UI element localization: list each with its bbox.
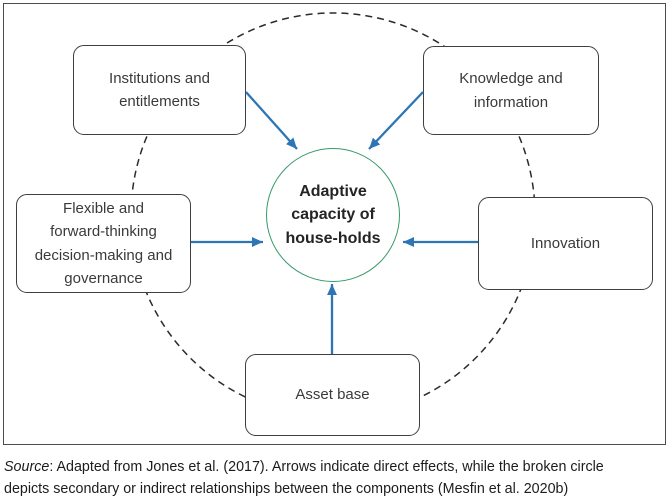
node-knowledge-and-information: Knowledge and information <box>423 46 599 135</box>
node-label: Flexible and forward-thinking decision-m… <box>34 200 173 287</box>
node-asset-base: Asset base <box>245 354 420 436</box>
caption-line-2: depicts secondary or indirect relationsh… <box>4 481 569 498</box>
node-innovation: Innovation <box>478 197 653 290</box>
node-label: Asset base <box>295 386 370 404</box>
figure-frame <box>3 3 666 445</box>
caption-line1-text: : Adapted from Jones et al. (2017). Arro… <box>49 459 604 475</box>
node-label: Innovation <box>530 234 601 252</box>
figure-caption: Source: Adapted from Jones et al. (2017)… <box>4 456 667 500</box>
node-flexible-decision-making-governance: Flexible and forward-thinking decision-m… <box>16 194 191 293</box>
caption-line-1: Source: Adapted from Jones et al. (2017)… <box>4 456 667 478</box>
caption-source-word: Source <box>4 459 50 475</box>
center-circle-adaptive-capacity: Adaptive capacity of house-holds <box>266 148 400 282</box>
node-label: Knowledge and information <box>459 70 563 111</box>
node-institutions-and-entitlements: Institutions and entitlements <box>73 45 246 135</box>
node-label: Institutions and entitlements <box>109 69 210 110</box>
center-label: Adaptive capacity of house-holds <box>285 183 381 247</box>
